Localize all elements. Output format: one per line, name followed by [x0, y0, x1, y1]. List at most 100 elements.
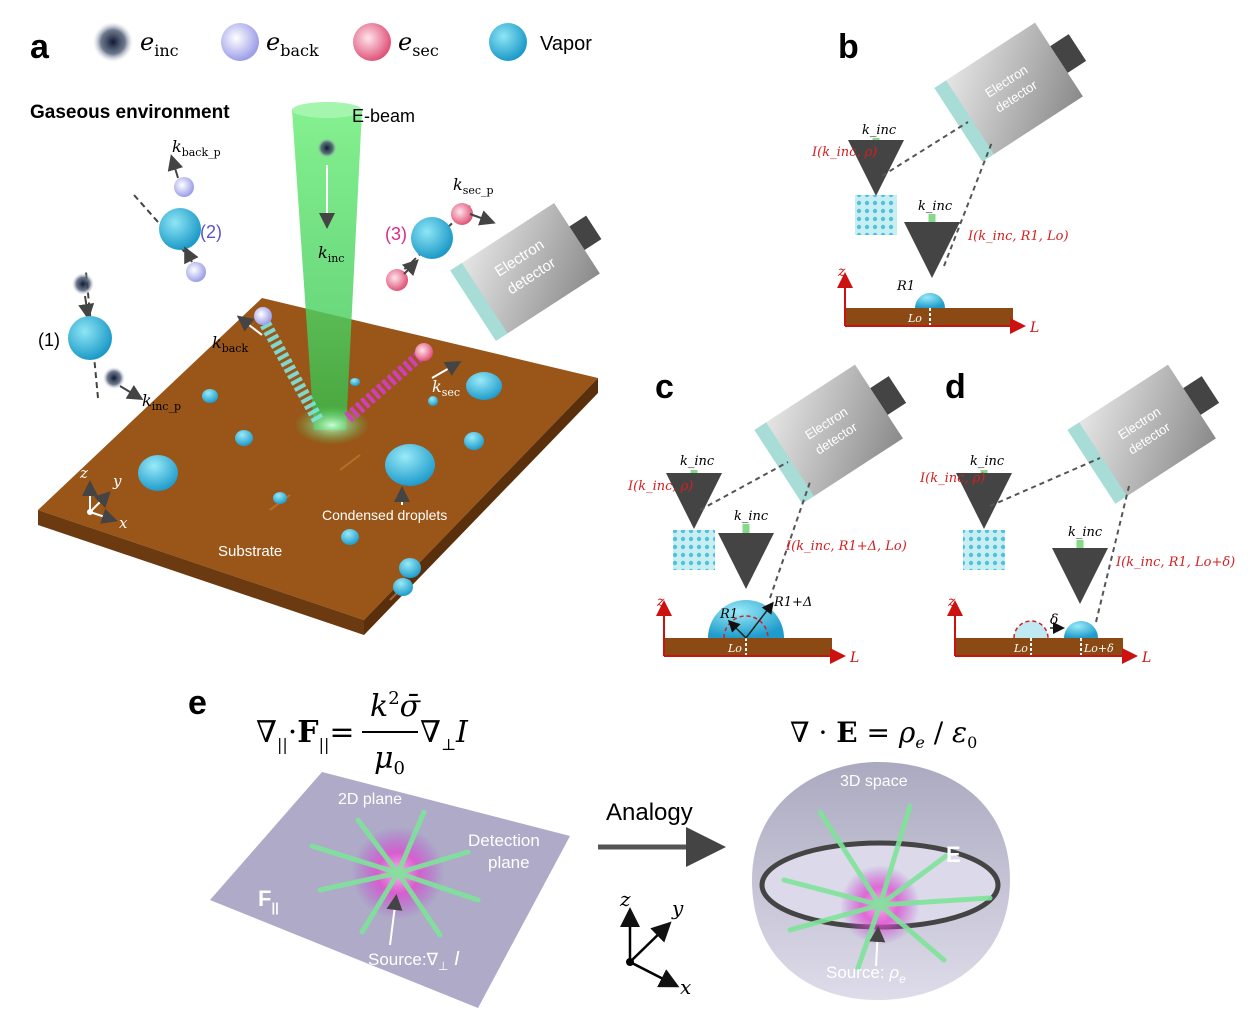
process-2-label: (2) [200, 222, 222, 242]
k-back-label: kback [212, 333, 248, 355]
k-sec-arrow [431, 361, 462, 379]
process-3: (3) ksec_p [385, 175, 496, 291]
R1-label-b: R1 [896, 279, 915, 294]
legend: einc eback esec Vapor [93, 22, 592, 62]
equation-left: ∇||·F||= k2σ̄ μ0 ∇⊥I [256, 688, 469, 779]
backscattered-electron-icon [174, 177, 194, 197]
kinc-d2-label: k_inc [1068, 525, 1103, 540]
Lo-label-c: Lo [727, 642, 742, 655]
detection-label-1: Detection [468, 831, 540, 850]
panel-d: d Electron detector k_inc I(k_inc, ρ) k_… [919, 364, 1235, 666]
panel-label-d: d [945, 368, 966, 406]
axis-e-x: x [680, 975, 691, 999]
droplet [235, 430, 253, 446]
k-back-p-arrow [167, 154, 184, 179]
legend-e-back: eback [266, 28, 319, 60]
e-back-particle-icon [221, 23, 259, 61]
axis-x: x [119, 514, 128, 532]
I-rho-b: I(k_inc, ρ) [811, 145, 877, 160]
substrate-d [955, 638, 1123, 656]
R1-delta-label-c: R1+Δ [773, 595, 812, 610]
vapor-box-d [963, 530, 1005, 570]
panel-label-e: e [188, 684, 207, 722]
I-rho-c: I(k_inc, ρ) [627, 479, 693, 494]
kinc-c1-label: k_inc [680, 454, 715, 469]
axes-e: z y x [619, 887, 691, 999]
droplet [273, 492, 287, 504]
k-inc-p-label: kinc_p [142, 391, 181, 413]
field-arrows-left [309, 809, 481, 938]
dashed-path-c2 [769, 481, 811, 599]
panel-b: b Electron detector k_inc I(k_inc, ρ) k_… [811, 22, 1087, 336]
E-label: E [946, 842, 961, 867]
equation-right: ∇ · E = ρe / ε0 [790, 716, 977, 752]
droplet-b [915, 293, 945, 308]
e-beam-label: E-beam [352, 106, 415, 126]
droplet [393, 578, 413, 596]
vapor-molecule-icon [489, 23, 527, 61]
substrate-side-left [38, 510, 364, 635]
incoming-electron-icon [186, 262, 206, 282]
panel-label-b: b [838, 28, 859, 66]
process-1-label: (1) [38, 330, 60, 350]
detection-label-2: plane [488, 853, 530, 872]
axis-y: y [112, 472, 122, 490]
substrate-side-right [364, 378, 598, 635]
kinc-b2-label: k_inc [918, 199, 953, 214]
k-inc-p-arrow [119, 384, 144, 401]
I-rho-d: I(k_inc, ρ) [919, 471, 985, 486]
panel-label-a: a [30, 28, 50, 66]
process-1: (1) kinc_p [38, 271, 181, 413]
2d-plane-label: 2D plane [338, 791, 402, 808]
axis-e-z: z [619, 887, 631, 911]
legend-e-inc: einc [140, 28, 179, 60]
vapor-molecule [159, 208, 201, 250]
dashed-path-d2 [1095, 481, 1131, 623]
vapor-molecule [411, 217, 453, 259]
beam-spot-glow [294, 405, 370, 445]
z-label-c: z [656, 594, 665, 610]
electron-detector: Electron detector [450, 203, 602, 341]
e-inc-particle-icon [93, 22, 133, 62]
k-back-arrow [236, 315, 263, 336]
detector-face [450, 262, 508, 341]
original-droplet-d [1013, 620, 1049, 639]
droplet [202, 389, 218, 403]
k-inc-label: kinc [318, 243, 344, 265]
delta-label-d: δ [1050, 612, 1058, 628]
droplet-d [1064, 621, 1098, 638]
detector-c: Electron detector [754, 364, 907, 504]
axis-z: z [79, 464, 88, 482]
droplet [464, 432, 484, 450]
I-R-L-d: I(k_inc, R1, Lo+δ) [1115, 555, 1235, 570]
incident-electron-icon [317, 138, 337, 158]
vapor-box-c [673, 530, 715, 570]
e-beam-cone [292, 110, 362, 430]
panel-label-c: c [655, 368, 674, 406]
incoming-arrow [401, 259, 419, 277]
I-R-L-c: I(k_inc, R1+Δ, Lo) [785, 539, 907, 554]
process-2: (2) kback_p [133, 137, 222, 282]
original-radius-c [723, 615, 769, 639]
incoming-electron-icon [72, 273, 94, 295]
droplet [466, 372, 502, 400]
kinc-b1-label: k_inc [862, 123, 897, 138]
kinc-d1-label: k_inc [970, 454, 1005, 469]
eq-left-numerator: k2σ̄ [370, 688, 422, 724]
backscattered-electron-icon [254, 307, 272, 325]
secondary-trail [344, 347, 428, 423]
detector-body [460, 203, 600, 335]
scattered-electron-icon [103, 367, 125, 389]
Lo-delta-label-d: Lo+δ [1083, 642, 1114, 655]
k-sec-p-label: ksec_p [453, 175, 494, 197]
dashed-path-d1 [989, 457, 1101, 507]
condensed-droplets [138, 372, 502, 596]
z-label-d: z [947, 594, 956, 610]
backscatter-trail [256, 315, 324, 423]
axes-a: z y x [79, 464, 128, 532]
eq-left-lhs: ∇||·F||= [256, 715, 355, 754]
k-sec-p-arrow [469, 210, 496, 226]
droplet [341, 529, 359, 545]
substrate-label: Substrate [218, 543, 282, 560]
